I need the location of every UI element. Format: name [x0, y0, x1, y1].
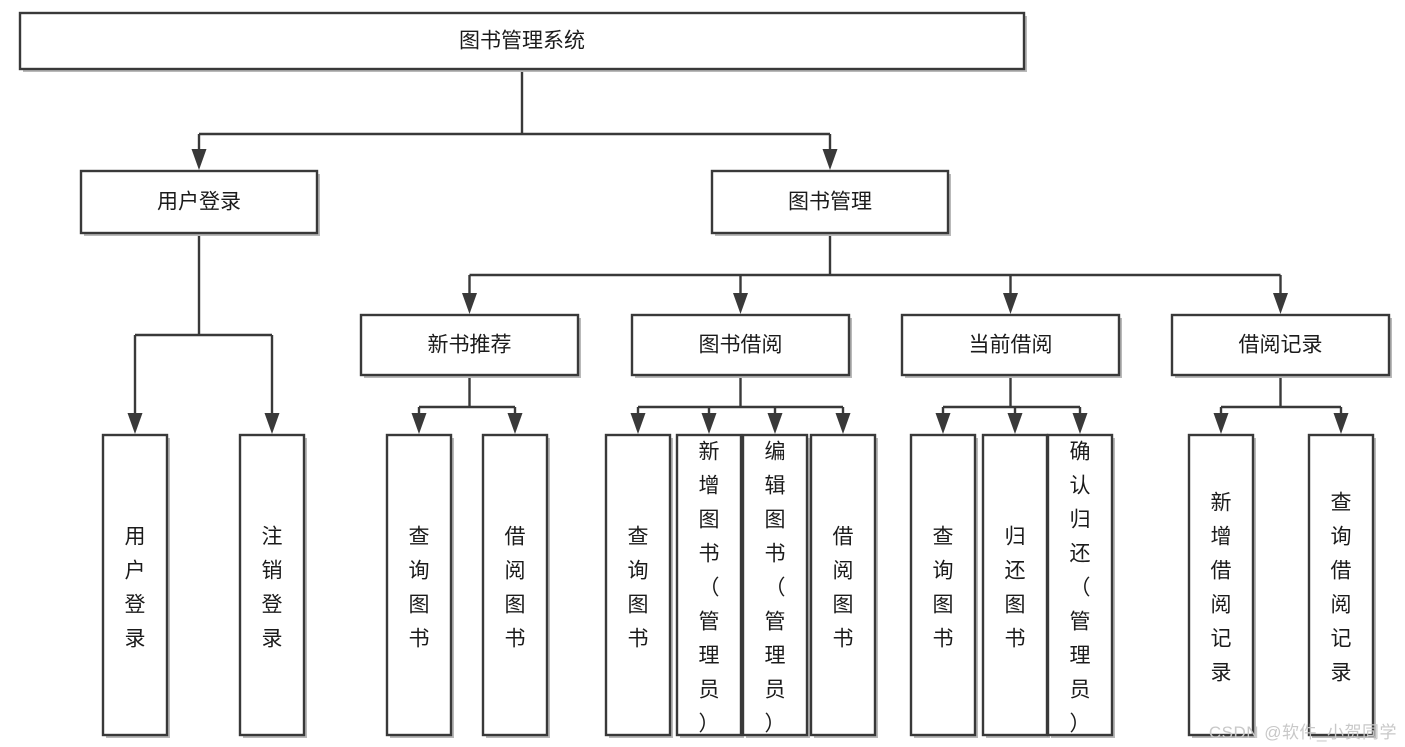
arrow-head-icon — [1333, 413, 1349, 434]
node-rect[interactable] — [359, 313, 580, 377]
node-label: 查询借阅记录 — [1331, 492, 1352, 685]
level3-node-3[interactable]: 当前借阅 — [900, 313, 1122, 378]
leaf-node-10[interactable]: 归还图书 — [981, 433, 1050, 738]
node-label: 查询图书 — [409, 526, 430, 651]
node-rect[interactable] — [710, 169, 950, 235]
arrow-head-icon — [507, 413, 523, 434]
arrow-head-icon — [822, 149, 838, 170]
node-label: 新书推荐 — [428, 334, 512, 357]
node-rect[interactable] — [604, 433, 672, 737]
node-label: 图书管理系统 — [459, 30, 585, 53]
level3-node-1[interactable]: 新书推荐 — [359, 313, 581, 378]
node-rect[interactable] — [238, 433, 306, 737]
node-rect[interactable] — [1187, 433, 1255, 737]
arrow-head-icon — [935, 413, 951, 434]
arrow-head-icon — [1003, 293, 1018, 314]
arrow-head-icon — [630, 413, 646, 434]
root-node-system[interactable]: 图书管理系统 — [18, 11, 1027, 72]
arrow-head-icon — [733, 293, 748, 314]
level3-node-2[interactable]: 图书借阅 — [630, 313, 852, 378]
arrow-head-icon — [264, 413, 280, 434]
node-rect[interactable] — [675, 433, 743, 737]
leaf-node-2[interactable]: 注销登录 — [238, 433, 307, 738]
arrow-head-icon — [1072, 413, 1088, 434]
node-rect[interactable] — [1170, 313, 1391, 377]
node-label: 查询图书 — [933, 526, 954, 651]
leaf-node-7[interactable]: 编辑图书（管理员） — [741, 433, 810, 738]
arrow-head-icon — [835, 413, 851, 434]
leaf-node-5[interactable]: 查询图书 — [604, 433, 673, 738]
leaf-node-9[interactable]: 查询图书 — [909, 433, 978, 738]
arrow-head-icon — [1213, 413, 1229, 434]
node-label: 归还图书 — [1005, 526, 1026, 651]
node-label: 借阅图书 — [833, 526, 854, 651]
node-rect[interactable] — [741, 433, 809, 737]
node-rect[interactable] — [385, 433, 453, 737]
node-label: 借阅记录 — [1239, 334, 1323, 357]
node-rect[interactable] — [630, 313, 851, 377]
node-rect[interactable] — [900, 313, 1121, 377]
arrow-head-icon — [1007, 413, 1023, 434]
node-rect[interactable] — [909, 433, 977, 737]
node-label: 注销登录 — [262, 526, 283, 651]
leaf-node-4[interactable]: 借阅图书 — [481, 433, 550, 738]
arrow-head-icon — [411, 413, 427, 434]
node-label: 图书借阅 — [699, 334, 783, 357]
leaf-node-6[interactable]: 新增图书（管理员） — [675, 433, 744, 738]
leaf-node-1[interactable]: 用户登录 — [101, 433, 170, 738]
level3-node-4[interactable]: 借阅记录 — [1170, 313, 1392, 378]
node-label: 图书管理 — [788, 191, 872, 214]
arrow-head-icon — [701, 413, 717, 434]
leaf-node-12[interactable]: 新增借阅记录 — [1187, 433, 1256, 738]
level2-node-1[interactable]: 用户登录 — [79, 169, 320, 236]
arrow-head-icon — [767, 413, 783, 434]
node-rect[interactable] — [1046, 433, 1114, 737]
node-rect[interactable] — [981, 433, 1049, 737]
leaf-node-8[interactable]: 借阅图书 — [809, 433, 878, 738]
arrow-head-icon — [127, 413, 143, 434]
node-label: 查询图书 — [628, 526, 649, 651]
node-rect[interactable] — [481, 433, 549, 737]
connectors-layer — [127, 69, 1349, 434]
node-label: 用户登录 — [157, 191, 241, 214]
csdn-watermark: CSDN @软件_小贺同学 — [1208, 723, 1397, 742]
node-label: 新增借阅记录 — [1211, 492, 1232, 685]
node-label: 当前借阅 — [969, 334, 1053, 357]
arrow-head-icon — [191, 149, 207, 170]
node-label: 用户登录 — [125, 526, 146, 651]
node-label: 确认归还（管理员） — [1070, 441, 1091, 736]
level2-node-2[interactable]: 图书管理 — [710, 169, 951, 236]
node-label: 编辑图书（管理员） — [765, 441, 786, 736]
leaf-node-11[interactable]: 确认归还（管理员） — [1046, 433, 1115, 738]
leaf-node-3[interactable]: 查询图书 — [385, 433, 454, 738]
node-rect[interactable] — [79, 169, 319, 235]
arrow-head-icon — [462, 293, 477, 314]
node-rect[interactable] — [18, 11, 1026, 71]
node-label: 新增图书（管理员） — [699, 441, 720, 736]
node-rect[interactable] — [809, 433, 877, 737]
node-rect[interactable] — [1307, 433, 1375, 737]
arrow-head-icon — [1273, 293, 1288, 314]
leaf-node-13[interactable]: 查询借阅记录 — [1307, 433, 1376, 738]
nodes-layer: 图书管理系统用户登录图书管理新书推荐图书借阅当前借阅借阅记录用户登录注销登录查询… — [18, 11, 1392, 738]
node-label: 借阅图书 — [505, 526, 526, 651]
node-rect[interactable] — [101, 433, 169, 737]
